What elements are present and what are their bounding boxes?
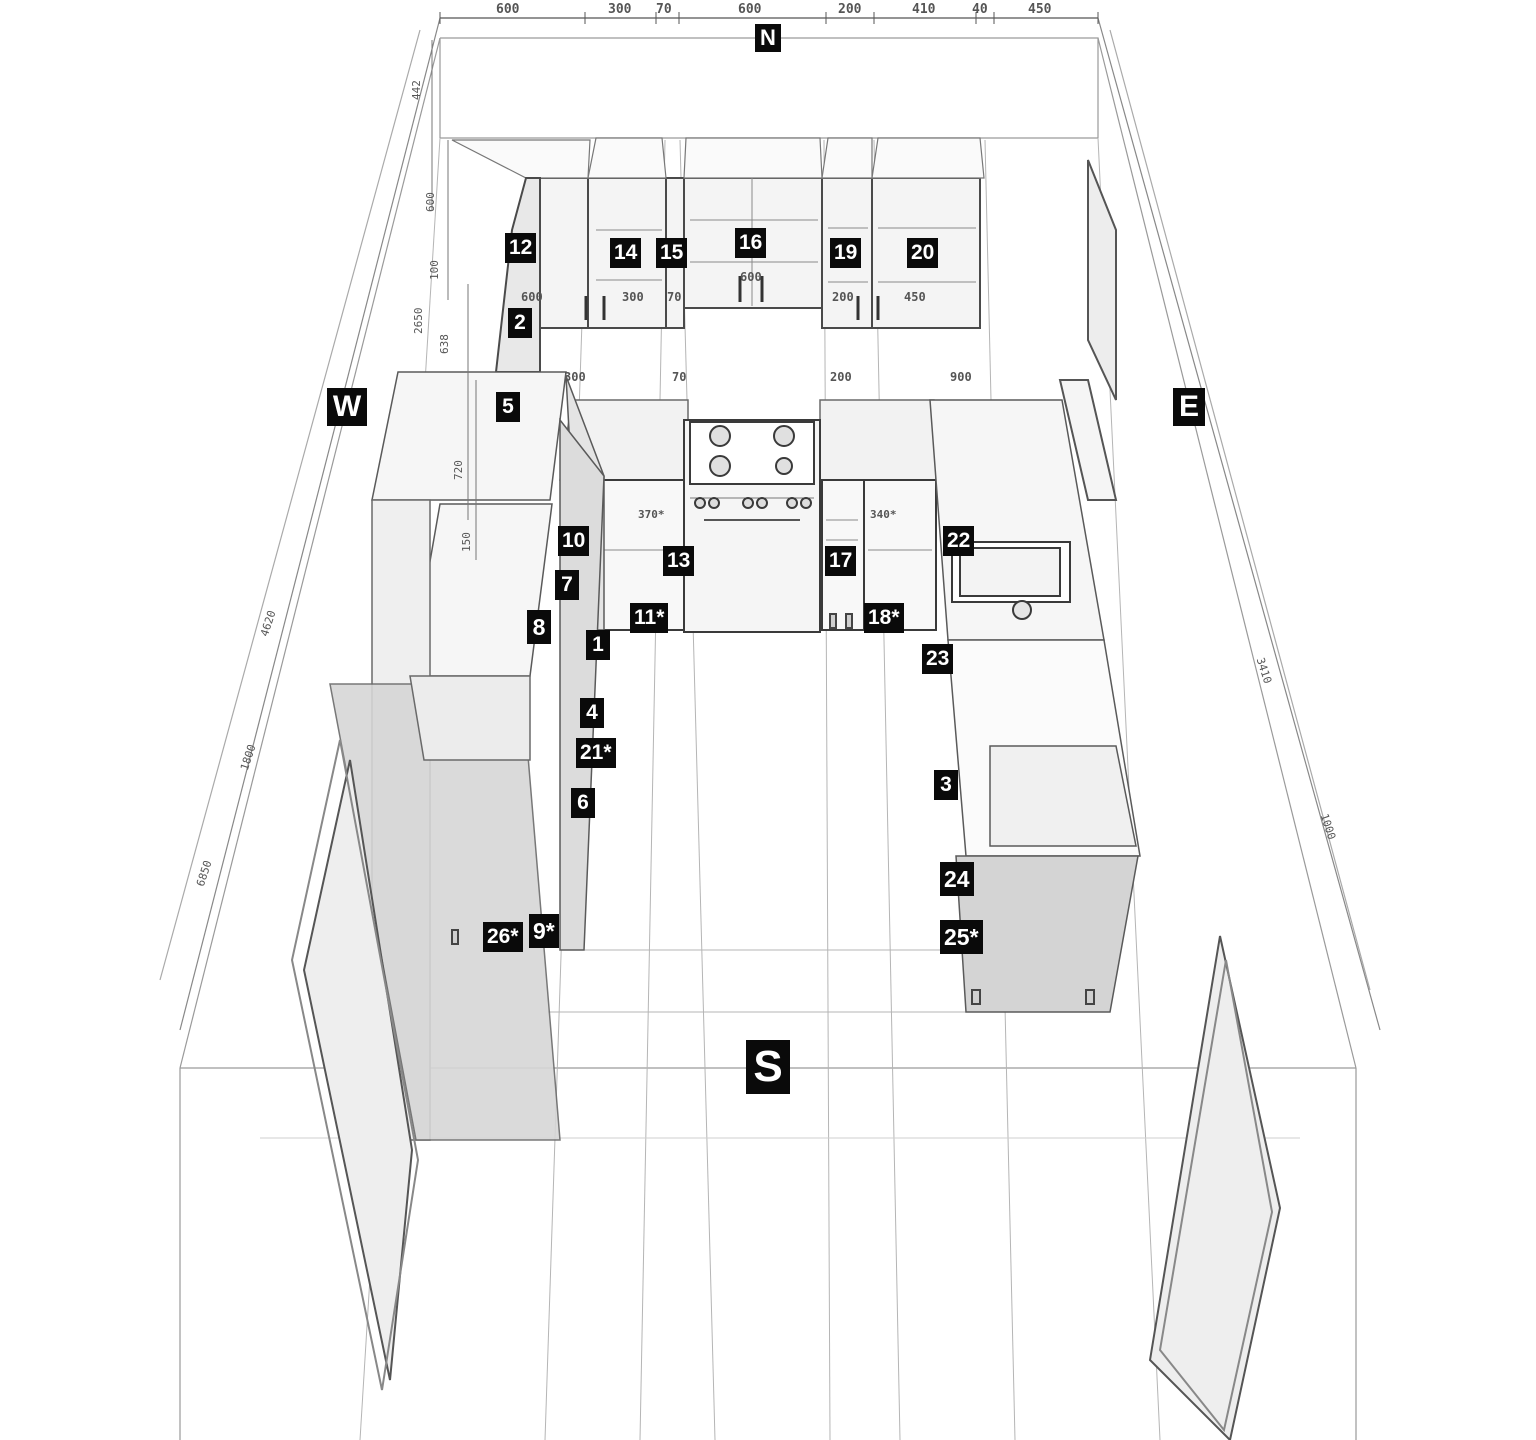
- cabinet-label-3: 3: [934, 770, 958, 800]
- cabinet-label-22: 22: [943, 526, 975, 556]
- dim-west-100: 100: [428, 260, 441, 280]
- cabinet-label-7: 7: [555, 570, 579, 600]
- compass-west: W: [327, 388, 367, 426]
- dim-top-410: 410: [912, 2, 936, 17]
- dim-top-600b: 600: [738, 2, 762, 17]
- compass-south: S: [746, 1040, 790, 1094]
- dim-counter-300: 300: [564, 370, 586, 384]
- cabinet-label-2: 2: [508, 308, 532, 338]
- upper-side-cabinet: [494, 177, 541, 373]
- dim-top-70: 70: [656, 2, 672, 17]
- cabinet-label-18: 18*: [864, 603, 904, 633]
- cabinet-label-19: 19: [830, 238, 862, 268]
- west-dimension-lines: [431, 40, 477, 560]
- cabinet-label-13: 13: [663, 546, 695, 576]
- dim-upper-300: 300: [622, 290, 644, 304]
- cabinet-label-14: 14: [610, 238, 642, 268]
- dim-counter-900: 900: [950, 370, 972, 384]
- cabinet-label-23: 23: [922, 644, 954, 674]
- cabinet-label-17: 17: [825, 546, 857, 576]
- dim-west-600: 600: [424, 192, 437, 212]
- upper-handles: [584, 276, 880, 320]
- cabinet-label-10: 10: [558, 526, 590, 556]
- cabinet-label-24: 24: [940, 862, 974, 896]
- cabinet-legs: [451, 613, 1095, 1005]
- cabinet-label-9: 9*: [529, 914, 559, 948]
- dim-top-200: 200: [838, 2, 862, 17]
- cabinet-label-11: 11*: [630, 603, 669, 633]
- dim-west-2650: 2650: [412, 307, 425, 335]
- cabinet-label-5: 5: [496, 392, 520, 422]
- cabinet-label-21: 21*: [576, 738, 616, 768]
- dim-upper-600: 600: [521, 290, 543, 304]
- cabinet-label-15: 15: [656, 238, 688, 268]
- cabinet-label-26: 26*: [483, 922, 523, 952]
- cabinet-label-6: 6: [571, 788, 595, 818]
- cabinet-label-16: 16: [735, 228, 767, 258]
- compass-east: E: [1173, 388, 1205, 426]
- cabinet-label-1: 1: [586, 630, 610, 660]
- cabinet-label-4: 4: [580, 698, 604, 728]
- dim-base-340: 340*: [870, 508, 897, 521]
- west-fridge-panel: [329, 499, 561, 1141]
- top-dimension-ticks: [439, 12, 1099, 24]
- dim-upper-600b: 600: [740, 270, 762, 284]
- dim-west-638: 638: [438, 334, 451, 354]
- dim-upper-70: 70: [667, 290, 682, 304]
- compass-north: N: [755, 24, 781, 52]
- dim-counter-70: 70: [672, 370, 687, 384]
- dim-top-300: 300: [608, 2, 632, 17]
- cabinet-label-12: 12: [505, 233, 537, 263]
- upper-cabinet-tops: [451, 137, 985, 179]
- dim-top-450: 450: [1028, 2, 1052, 17]
- west-door: [290, 739, 420, 1391]
- east-door: [1148, 935, 1282, 1440]
- cabinet-label-8: 8: [527, 610, 551, 644]
- dim-top-40: 40: [972, 2, 988, 17]
- dim-upper-450: 450: [904, 290, 926, 304]
- east-window: [1058, 159, 1118, 501]
- dim-upper-200: 200: [832, 290, 854, 304]
- dim-west-150: 150: [460, 532, 473, 552]
- cabinet-label-25: 25*: [940, 920, 983, 954]
- stove: [683, 419, 821, 633]
- cabinet-label-20: 20: [907, 238, 939, 268]
- dim-top-600a: 600: [496, 2, 520, 17]
- dim-west-720: 720: [452, 460, 465, 480]
- dim-counter-200: 200: [830, 370, 852, 384]
- dim-west-442: 442: [410, 80, 423, 100]
- dim-base-370: 370*: [638, 508, 665, 521]
